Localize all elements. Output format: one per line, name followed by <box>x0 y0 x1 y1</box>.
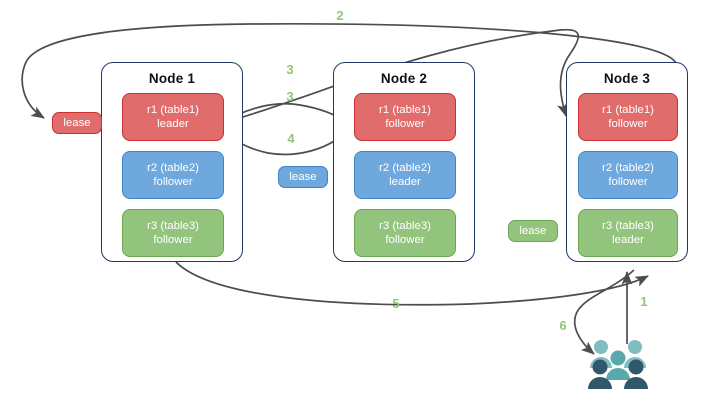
edge-step-5 <box>175 261 649 306</box>
lease-label: lease <box>519 225 547 237</box>
replica-box[interactable]: r3 (table3) follower <box>354 209 456 257</box>
replica-box[interactable]: r2 (table2) follower <box>578 151 678 199</box>
replica-role: follower <box>153 176 193 188</box>
replica-name: r1 (table1) <box>602 104 654 116</box>
step-label-3-upper: 3 <box>286 62 294 77</box>
replica-box[interactable]: r1 (table1) follower <box>578 93 678 141</box>
step-label-5: 5 <box>392 296 400 311</box>
replica-name: r3 (table3) <box>379 220 431 232</box>
replica-box[interactable]: r1 (table1) leader <box>122 93 224 141</box>
step-label-1: 1 <box>640 294 648 309</box>
replica-box[interactable]: r2 (table2) leader <box>354 151 456 199</box>
node-container-1[interactable]: Node 1 r1 (table1) leader r2 (table2) fo… <box>101 62 243 262</box>
replica-name: r1 (table1) <box>147 104 199 116</box>
replica-role: follower <box>608 118 648 130</box>
edge-step-6 <box>573 269 635 355</box>
replica-role: follower <box>153 234 193 246</box>
lease-badge-red[interactable]: lease <box>52 112 102 134</box>
step-label-2: 2 <box>336 8 344 23</box>
node-title: Node 1 <box>148 71 196 86</box>
node-title: Node 3 <box>603 71 651 86</box>
lease-label: lease <box>289 171 317 183</box>
replica-name: r3 (table3) <box>602 220 654 232</box>
replica-role: follower <box>385 118 425 130</box>
replica-role: follower <box>608 176 648 188</box>
node-container-3[interactable]: Node 3 r1 (table1) follower r2 (table2) … <box>566 62 688 262</box>
replica-name: r2 (table2) <box>379 162 431 174</box>
replica-role: leader <box>157 118 189 130</box>
replica-box[interactable]: r1 (table1) follower <box>354 93 456 141</box>
step-label-3-lower: 3 <box>286 89 294 104</box>
lease-label: lease <box>63 117 91 129</box>
replica-role: leader <box>612 234 644 246</box>
lease-badge-blue[interactable]: lease <box>278 166 328 188</box>
replica-role: leader <box>389 176 421 188</box>
step-label-6: 6 <box>559 318 567 333</box>
node-container-2[interactable]: Node 2 r1 (table1) follower r2 (table2) … <box>333 62 475 262</box>
node-title: Node 2 <box>380 71 428 86</box>
replica-role: follower <box>385 234 425 246</box>
replica-name: r1 (table1) <box>379 104 431 116</box>
replica-box[interactable]: r3 (table3) leader <box>578 209 678 257</box>
replica-name: r2 (table2) <box>147 162 199 174</box>
replica-name: r2 (table2) <box>602 162 654 174</box>
step-label-4: 4 <box>287 131 295 146</box>
replica-name: r3 (table3) <box>147 220 199 232</box>
replica-box[interactable]: r3 (table3) follower <box>122 209 224 257</box>
replica-box[interactable]: r2 (table2) follower <box>122 151 224 199</box>
lease-badge-green[interactable]: lease <box>508 220 558 242</box>
